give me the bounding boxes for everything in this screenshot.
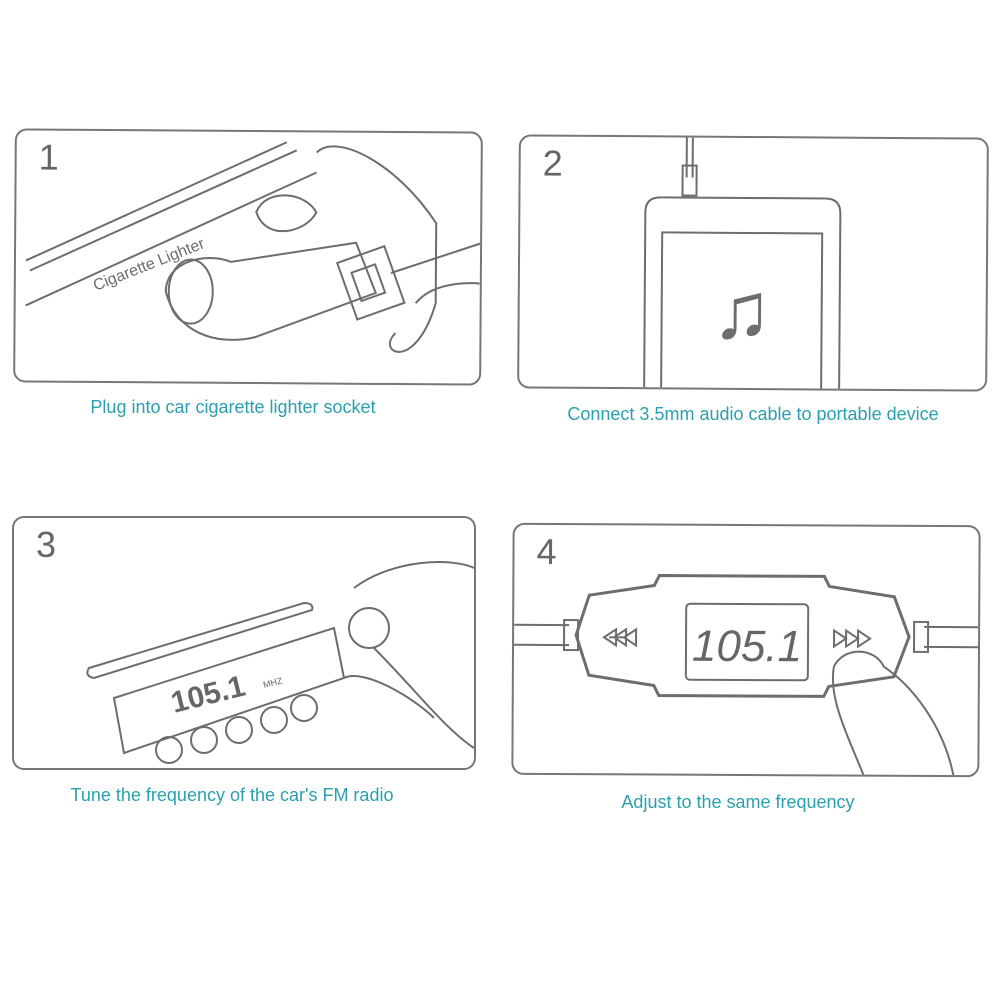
car-lighter-illustration: Cigarette Lighter [25,141,481,353]
step-number: 4 [536,530,557,573]
transmitter-frequency-display: 105.1 [692,622,802,672]
step-2-caption: Connect 3.5mm audio cable to portable de… [567,404,939,424]
step-3-panel: 105.1 MHZ 3 [12,516,476,770]
step-number: 3 [36,524,57,565]
car-radio-illustration: 105.1 MHZ [86,561,474,764]
portable-device-illustration: ♫ [643,137,842,390]
step-1-panel: Cigarette Lighter 1 [13,128,483,386]
radio-unit-label: MHZ [262,675,284,690]
step-3-caption: Tune the frequency of the car's FM radio [70,785,394,805]
step-4-panel: 105.1 4 [511,522,981,778]
music-note-icon: ♫ [711,266,772,355]
step-1-caption: Plug into car cigarette lighter socket [90,397,376,417]
fm-transmitter-illustration: 105.1 [514,574,979,776]
step-2-panel: ♫ 2 [517,134,989,392]
cigarette-lighter-label: Cigarette Lighter [91,235,208,295]
step-number: 1 [38,136,59,178]
step-number: 2 [542,142,563,184]
step-4-caption: Adjust to the same frequency [621,792,855,812]
